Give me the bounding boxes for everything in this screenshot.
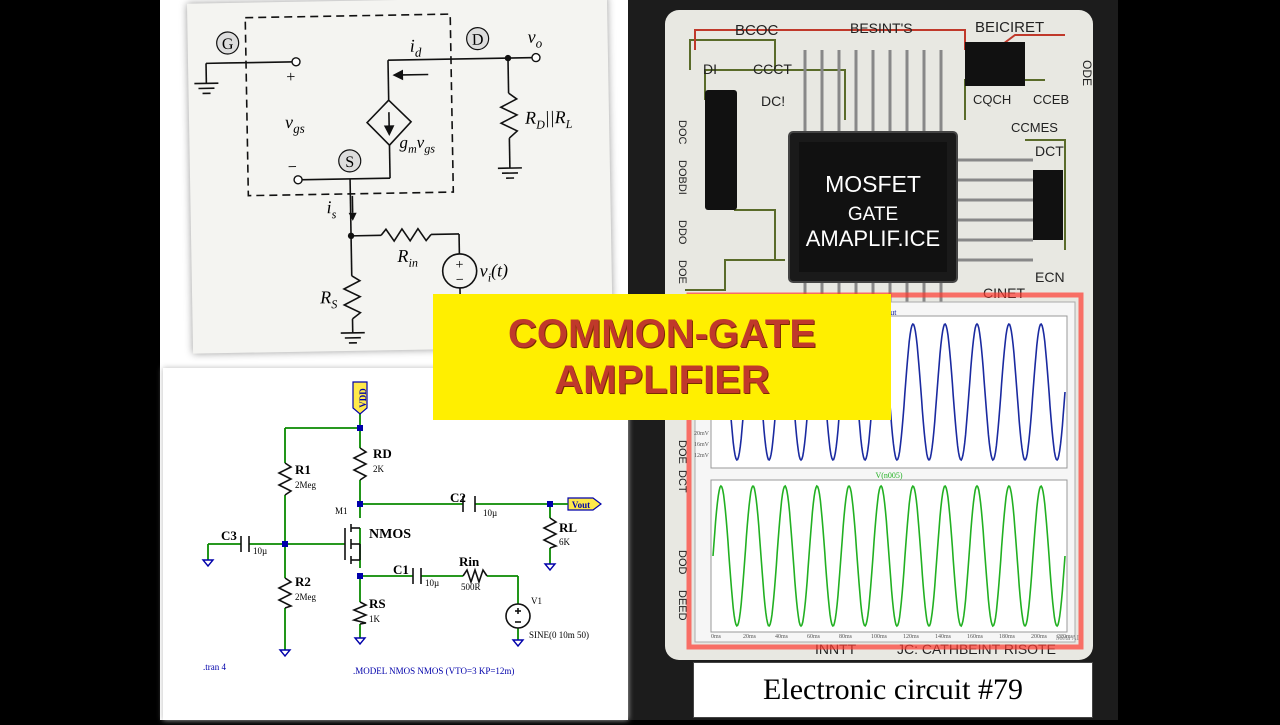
vgs-minus: − [288, 159, 297, 176]
side-label-6: DCT [676, 470, 688, 493]
title-line-1: COMMON-GATE [508, 311, 816, 357]
board-label-ccmes: CCMES [1011, 120, 1058, 135]
chip-line-3: AMAPLIF.ICE [806, 226, 940, 251]
rin-value: 500R [461, 582, 481, 592]
spice-schematic: VDD Vout RD 2K R1 2Meg R2 2Meg M1 NMOS C… [163, 368, 628, 720]
rl-name: RL [559, 520, 577, 535]
tran-directive: .tran 4 [203, 662, 226, 672]
tick-8: 160ms [967, 634, 984, 640]
ytick-1: 20mV [694, 431, 710, 437]
episode-label: Electronic circuit #79 [763, 673, 1023, 707]
board-label-beiciret: BEICIRET [975, 19, 1044, 36]
side-label-2: DOBDI [676, 160, 688, 195]
vgs-label: vgs [285, 112, 305, 136]
side-label-3: DDO [676, 220, 688, 245]
episode-box: Electronic circuit #79 [693, 662, 1093, 718]
node-d-label: D [472, 32, 484, 49]
r1-name: R1 [295, 462, 311, 477]
c3-name: C3 [221, 528, 237, 543]
top-yaxis-ticks: 20mV 16mV 12mV [694, 431, 710, 459]
model-directive: .MODEL NMOS NMOS (VTO=3 KP=12m) [353, 666, 514, 676]
tick-5: 100ms [871, 634, 888, 640]
r2-value: 2Meg [295, 592, 316, 602]
board-label-cceb: CCEB [1033, 92, 1069, 107]
rd-value: 2K [373, 464, 385, 474]
board-label-dc: DC! [761, 93, 785, 109]
is-label: is [326, 197, 336, 221]
side-label-7: DOD [676, 550, 688, 575]
vi-label: vi(t) [480, 260, 509, 284]
tick-9: 180ms [999, 634, 1016, 640]
m1-label: M1 [335, 506, 348, 516]
source-minus: − [456, 273, 464, 288]
board-label-di: DI [703, 61, 717, 77]
board-label-ccct: CCCT [753, 61, 792, 77]
rs-value: 1K [369, 614, 381, 624]
tick-1: 20ms [743, 634, 757, 640]
node-s-label: S [345, 154, 354, 171]
chip-line-1: MOSFET [825, 171, 921, 197]
vdd-label: VDD [358, 388, 368, 408]
board-label-bcoc: BCOC [735, 22, 779, 39]
v1-name: V1 [531, 596, 542, 606]
tick-4: 80ms [839, 634, 853, 640]
c3-value: 10µ [253, 546, 267, 556]
board-label-besints: BESINT'S [850, 20, 913, 36]
schematic-card: VDD Vout RD 2K R1 2Meg R2 2Meg M1 NMOS C… [163, 368, 628, 720]
meta-ai-watermark: Meta AI [1056, 634, 1080, 642]
vo-label: vo [527, 26, 542, 50]
r2-name: R2 [295, 574, 311, 589]
side-label-4: DOE [676, 260, 688, 284]
side-label-right: ODE [1080, 60, 1093, 86]
rs-name: RS [369, 596, 386, 611]
board-label-dct: DCT [1035, 143, 1064, 159]
title-banner: COMMON-GATE AMPLIFIER [433, 294, 891, 420]
side-label-1: DOC [676, 120, 688, 145]
side-label-8: DEED [676, 590, 688, 621]
c1-name: C1 [393, 562, 409, 577]
v1-value: SINE(0 10m 50) [529, 630, 589, 640]
vgs-plus: + [286, 69, 295, 86]
chip-line-2: GATE [848, 204, 898, 225]
plot-bottom-label: V(n005) [875, 471, 902, 480]
rd-name: RD [373, 446, 392, 461]
c2-value: 10µ [483, 508, 497, 518]
r1-value: 2Meg [295, 480, 316, 490]
tick-2: 40ms [775, 634, 789, 640]
gm-vgs-label: gmvgs [399, 132, 435, 156]
right-black-margin [1118, 0, 1280, 720]
ytick-3: 12mV [694, 453, 710, 459]
tick-10: 200ms [1031, 634, 1048, 640]
board-label-cqch: CQCH [973, 92, 1011, 107]
ytick-2: 16mV [694, 442, 710, 448]
title-line-2: AMPLIFIER [554, 357, 770, 403]
rs-label: RS [319, 287, 337, 311]
rin-name: Rin [459, 554, 480, 569]
tick-7: 140ms [935, 634, 952, 640]
rl-value: 6K [559, 537, 571, 547]
tick-3: 60ms [807, 634, 821, 640]
side-label-5: DOE [676, 440, 688, 464]
rin-label: Rin [396, 246, 418, 270]
board-label-ecn: ECN [1035, 269, 1065, 285]
id-label: id [410, 36, 422, 60]
c1-value: 10µ [425, 578, 439, 588]
rd-rl-label: RD||RL [524, 107, 573, 132]
node-g-label: G [222, 36, 234, 53]
c2-name: C2 [450, 490, 466, 505]
source-plus: + [455, 258, 463, 273]
tick-6: 120ms [903, 634, 920, 640]
tick-0: 0ms [711, 634, 722, 640]
vout-label: Vout [572, 500, 590, 510]
nmos-label: NMOS [369, 527, 411, 542]
